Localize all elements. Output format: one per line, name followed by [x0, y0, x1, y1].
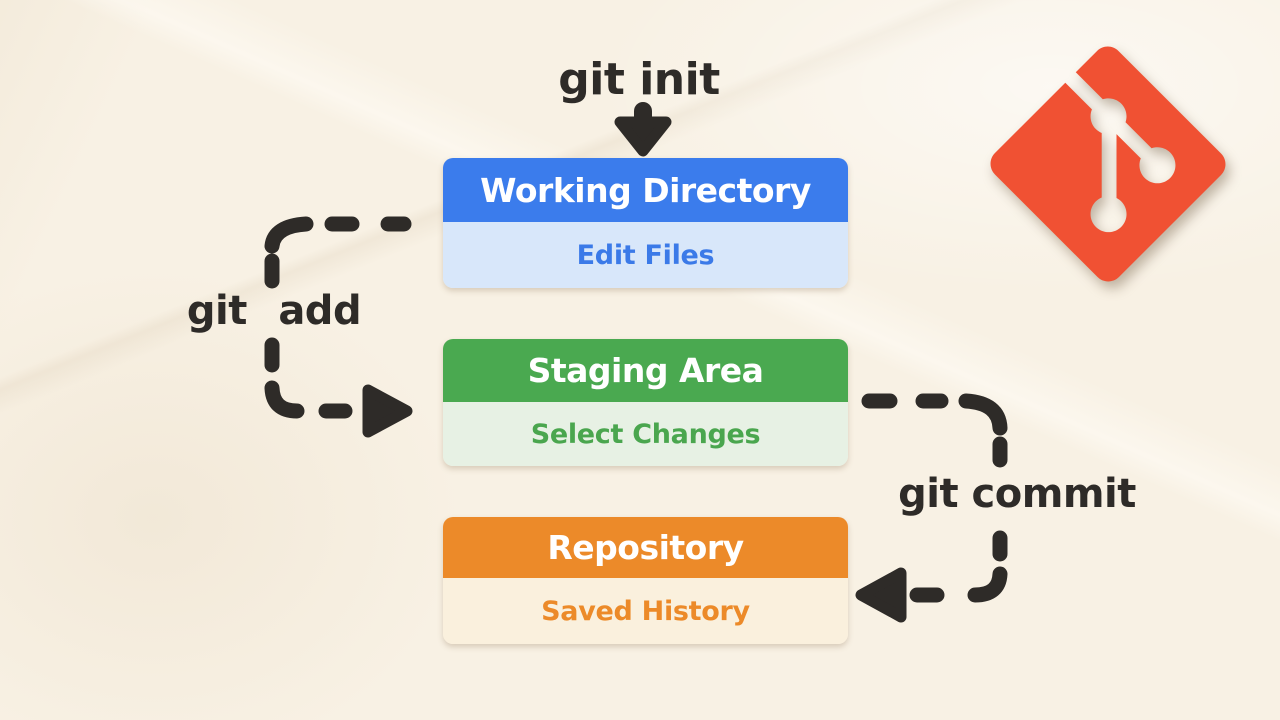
- working-directory-body: Edit Files: [443, 222, 848, 288]
- working-directory-title: Working Directory: [480, 170, 811, 210]
- repository-body: Saved History: [443, 578, 848, 644]
- stage-card-working-directory: Working Directory Edit Files: [443, 158, 848, 288]
- repository-title: Repository: [547, 528, 744, 567]
- git-add-arrowhead-icon: [362, 384, 413, 438]
- stage-card-staging-area: Staging Area Select Changes: [443, 339, 848, 466]
- staging-area-title: Staging Area: [527, 351, 764, 390]
- git-logo-icon: [990, 46, 1226, 282]
- staging-area-subtitle: Select Changes: [530, 418, 761, 450]
- git-commit-command-label: git commit: [898, 471, 1136, 517]
- staging-area-body: Select Changes: [443, 402, 848, 466]
- stage-card-repository: Repository Saved History: [443, 517, 848, 644]
- git-commit-arrowhead-icon: [855, 567, 907, 623]
- repository-header: Repository: [443, 517, 848, 578]
- staging-area-header: Staging Area: [443, 339, 848, 402]
- git-init-command-label: git init: [558, 54, 720, 105]
- repository-subtitle: Saved History: [541, 595, 750, 627]
- git-init-arrow-icon: [614, 102, 672, 157]
- working-directory-subtitle: Edit Files: [576, 239, 715, 271]
- git-add-command-label: git add: [186, 288, 362, 334]
- working-directory-header: Working Directory: [443, 158, 848, 222]
